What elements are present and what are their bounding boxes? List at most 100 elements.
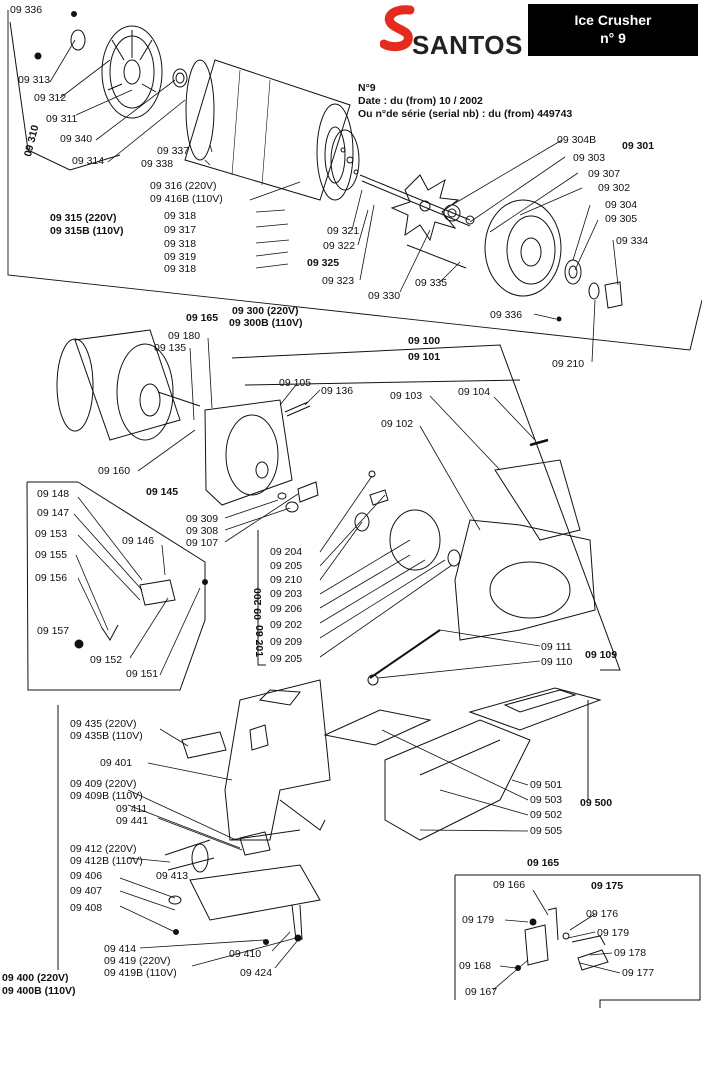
title-box: Ice Crusher n° 9 <box>528 4 698 56</box>
shaft <box>359 174 471 227</box>
front-housing <box>443 199 623 309</box>
part-label-09-407: 09 407 <box>70 885 103 897</box>
part-label-09-419b: 09 419B (110V) <box>104 967 177 979</box>
part-label-09-412: 09 412 (220V) <box>70 843 137 855</box>
gear-motor <box>56 329 319 513</box>
part-label-09-330: 09 330 <box>368 290 401 302</box>
part-label-09-147: 09 147 <box>37 507 70 519</box>
part-label-09-102: 09 102 <box>381 418 414 430</box>
part-label-09-318-b: 09 318 <box>164 238 197 250</box>
part-label-09-166: 09 166 <box>493 879 526 891</box>
part-label-09-311: 09 311 <box>46 113 78 125</box>
info-number: N°9 <box>358 82 376 94</box>
part-label-09-210-b: 09 210 <box>270 574 303 586</box>
part-label-09-502: 09 502 <box>530 809 563 821</box>
part-label-09-410: 09 410 <box>229 948 262 960</box>
part-label-09-178: 09 178 <box>614 947 647 959</box>
part-label-09-103: 09 103 <box>390 390 423 402</box>
part-label-09-319: 09 319 <box>164 251 197 263</box>
part-label-09-157: 09 157 <box>37 625 70 637</box>
part-label-09-156: 09 156 <box>35 572 68 584</box>
part-label-09-312: 09 312 <box>34 92 67 104</box>
santos-logo: SANTOS <box>379 4 526 60</box>
info-date: Date : du (from) 10 / 2002 <box>358 95 483 107</box>
part-label-09-314: 09 314 <box>72 155 105 167</box>
part-label-09-210-a: 09 210 <box>552 358 585 370</box>
part-label-09-505: 09 505 <box>530 825 563 837</box>
part-label-09-322: 09 322 <box>323 240 356 252</box>
part-label-09-336: 09 336 <box>10 4 43 16</box>
part-label-09-414: 09 414 <box>104 943 137 955</box>
group-label-09-400b: 09 400B (110V) <box>2 985 76 997</box>
part-label-09-307: 09 307 <box>588 168 621 180</box>
part-label-09-152: 09 152 <box>90 654 123 666</box>
part-label-09-155: 09 155 <box>35 549 68 561</box>
machine-base <box>164 679 331 945</box>
info-serial: Ou n°de série (serial nb) : du (from) 44… <box>358 108 573 120</box>
part-label-09-318-c: 09 318 <box>164 263 197 275</box>
part-label-09-412b: 09 412B (110V) <box>70 855 143 867</box>
part-label-09-110: 09 110 <box>541 656 573 668</box>
group-label-09-165-a: 09 165 <box>186 312 219 324</box>
group-label-09-175: 09 175 <box>591 880 624 892</box>
santos-logo-mark <box>379 5 415 52</box>
group-label-09-145: 09 145 <box>146 486 179 498</box>
group-bracket-09-310 <box>9 21 121 171</box>
part-label-09-176: 09 176 <box>586 908 619 920</box>
part-label-09-406: 09 406 <box>70 870 103 882</box>
group-label-09-109: 09 109 <box>585 649 618 661</box>
part-label-09-419: 09 419 (220V) <box>104 955 171 967</box>
group-label-09-101: 09 101 <box>408 351 441 363</box>
part-label-09-202: 09 202 <box>270 619 303 631</box>
part-label-09-335: 09 335 <box>415 277 448 289</box>
group-frame-09-165 <box>454 874 701 1008</box>
group-label-09-325: 09 325 <box>307 257 340 269</box>
group-line-09-100 <box>231 344 621 671</box>
part-label-09-409: 09 409 (220V) <box>70 778 137 790</box>
group-label-09-201: 09 201 <box>253 625 265 658</box>
part-label-09-435: 09 435 (220V) <box>70 718 137 730</box>
part-label-09-338: 09 338 <box>141 158 174 170</box>
revision-info: N°9 Date : du (from) 10 / 2002 Ou n°de s… <box>358 82 572 121</box>
part-label-09-334: 09 334 <box>616 235 649 247</box>
ice-tray <box>323 687 602 841</box>
part-label-09-151: 09 151 <box>126 668 159 680</box>
part-label-09-309: 09 309 <box>186 513 219 525</box>
part-label-09-411: 09 411 <box>116 803 148 815</box>
part-label-09-401: 09 401 <box>100 757 133 769</box>
part-label-09-179-a: 09 179 <box>462 914 495 926</box>
part-label-09-308: 09 308 <box>186 525 219 537</box>
rod-09-335 <box>406 244 467 269</box>
part-label-09-146: 09 146 <box>122 535 155 547</box>
part-label-09-203: 09 203 <box>270 588 303 600</box>
part-label-09-416b: 09 416B (110V) <box>150 193 223 205</box>
microswitch <box>74 579 208 649</box>
group-frame-09-145 <box>26 481 206 691</box>
part-label-09-160: 09 160 <box>98 465 131 477</box>
part-label-09-408: 09 408 <box>70 902 103 914</box>
group-label-09-300: 09 300 (220V) <box>232 305 299 317</box>
group-line-09-101 <box>244 379 521 386</box>
part-label-09-302: 09 302 <box>598 182 631 194</box>
part-label-09-209: 09 209 <box>270 636 303 648</box>
group-label-09-165-b: 09 165 <box>527 857 560 869</box>
product-model: n° 9 <box>600 30 626 46</box>
brand-name: SANTOS <box>412 30 523 60</box>
part-label-09-340: 09 340 <box>60 133 93 145</box>
cutting-disc <box>354 470 461 571</box>
crusher-housing <box>367 459 596 686</box>
part-label-09-180: 09 180 <box>168 330 201 342</box>
part-label-09-136: 09 136 <box>321 385 354 397</box>
part-label-09-111: 09 111 <box>541 641 572 653</box>
part-label-09-337: 09 337 <box>157 145 190 157</box>
back-plate-part <box>70 25 188 119</box>
group-line-09-300 <box>7 10 691 351</box>
part-label-09-177: 09 177 <box>622 967 655 979</box>
group-label-09-200: 09 200 <box>252 587 264 620</box>
part-label-09-441: 09 441 <box>116 815 149 827</box>
part-label-09-313: 09 313 <box>18 74 51 86</box>
part-label-09-321: 09 321 <box>327 225 360 237</box>
part-label-09-153: 09 153 <box>35 528 68 540</box>
